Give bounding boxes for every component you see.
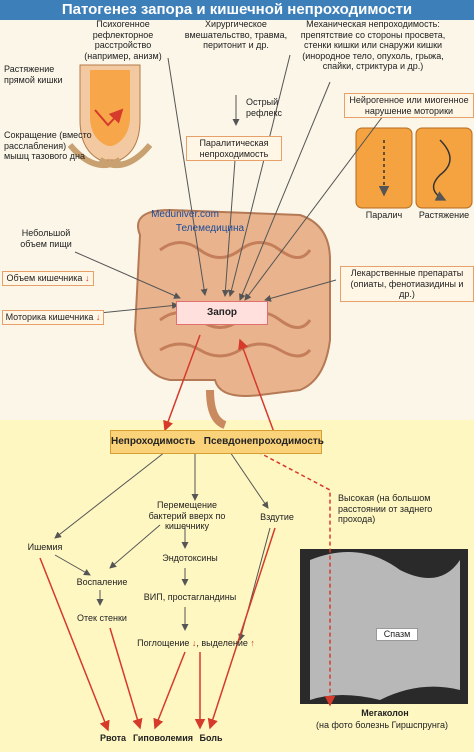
label-mechanical: Механическая непроходимость: препятствие… bbox=[300, 19, 446, 71]
label-megacolon: Мегаколон bbox=[361, 708, 409, 718]
label-endotoxins: Эндотоксины bbox=[162, 553, 218, 563]
watermark-site: Meduniver.com bbox=[151, 209, 219, 220]
label-bloating: Вздутие bbox=[260, 512, 294, 522]
label-neurogenic: Нейрогенное или миогенное нарушение мото… bbox=[344, 93, 474, 118]
label-surgery: Хирургическое вмешательство, травма, пер… bbox=[184, 19, 288, 50]
label-inflammation: Воспаление bbox=[76, 577, 128, 587]
label-paralytic: Паралитическая непроходимость bbox=[186, 136, 282, 161]
label-edema: Отек стенки bbox=[77, 613, 127, 623]
label-small-food: Небольшой объем пищи bbox=[20, 228, 72, 249]
page-title: Патогенез запора и кишечной непроходимос… bbox=[0, 0, 474, 20]
label-vip: ВИП, простагландины bbox=[143, 592, 237, 602]
label-megacolon-note: (на фото болезнь Гиршспрунга) bbox=[316, 720, 448, 730]
label-volume: Объем кишечника ↓ bbox=[2, 271, 94, 286]
label-ischemia: Ишемия bbox=[27, 542, 63, 552]
label-rectum-stretch: Растяжение прямой кишки bbox=[4, 64, 63, 85]
rectum-illustration bbox=[67, 64, 153, 168]
label-acute-reflex: Острый рефлекс bbox=[246, 97, 283, 118]
outcome-hypovolemia: Гиповолемия bbox=[133, 733, 193, 743]
colon-inset-illustration bbox=[355, 127, 473, 209]
outcome-vomit: Рвота bbox=[99, 733, 127, 743]
label-stretching: Растяжение bbox=[418, 210, 470, 220]
watermark-telemed: Телемедицина bbox=[175, 223, 245, 234]
outcome-pain: Боль bbox=[199, 733, 223, 743]
label-contraction: Сокращение (вместо расслабления) мышц та… bbox=[4, 130, 92, 161]
label-high: Высокая (на большом расстоянии от заднег… bbox=[338, 493, 433, 524]
label-motility: Моторика кишечника ↓ bbox=[2, 310, 104, 325]
label-bacteria: Перемещение бактерий вверх по кишечнику bbox=[148, 500, 226, 531]
label-paralysis: Паралич bbox=[365, 210, 403, 220]
box-obstruction: Непроходимость Псевдонепроходимость bbox=[110, 430, 324, 454]
label-psychogenic: Психогенное рефлекторное расстройство (н… bbox=[84, 19, 162, 61]
label-spasm: Спазм bbox=[376, 628, 418, 641]
box-constipation: Запор bbox=[176, 301, 268, 325]
label-drugs: Лекарственные препараты (опиаты, фенотиа… bbox=[340, 266, 474, 302]
label-absorb-secrete: Поглощение ↓, выделение ↑ bbox=[137, 638, 255, 648]
